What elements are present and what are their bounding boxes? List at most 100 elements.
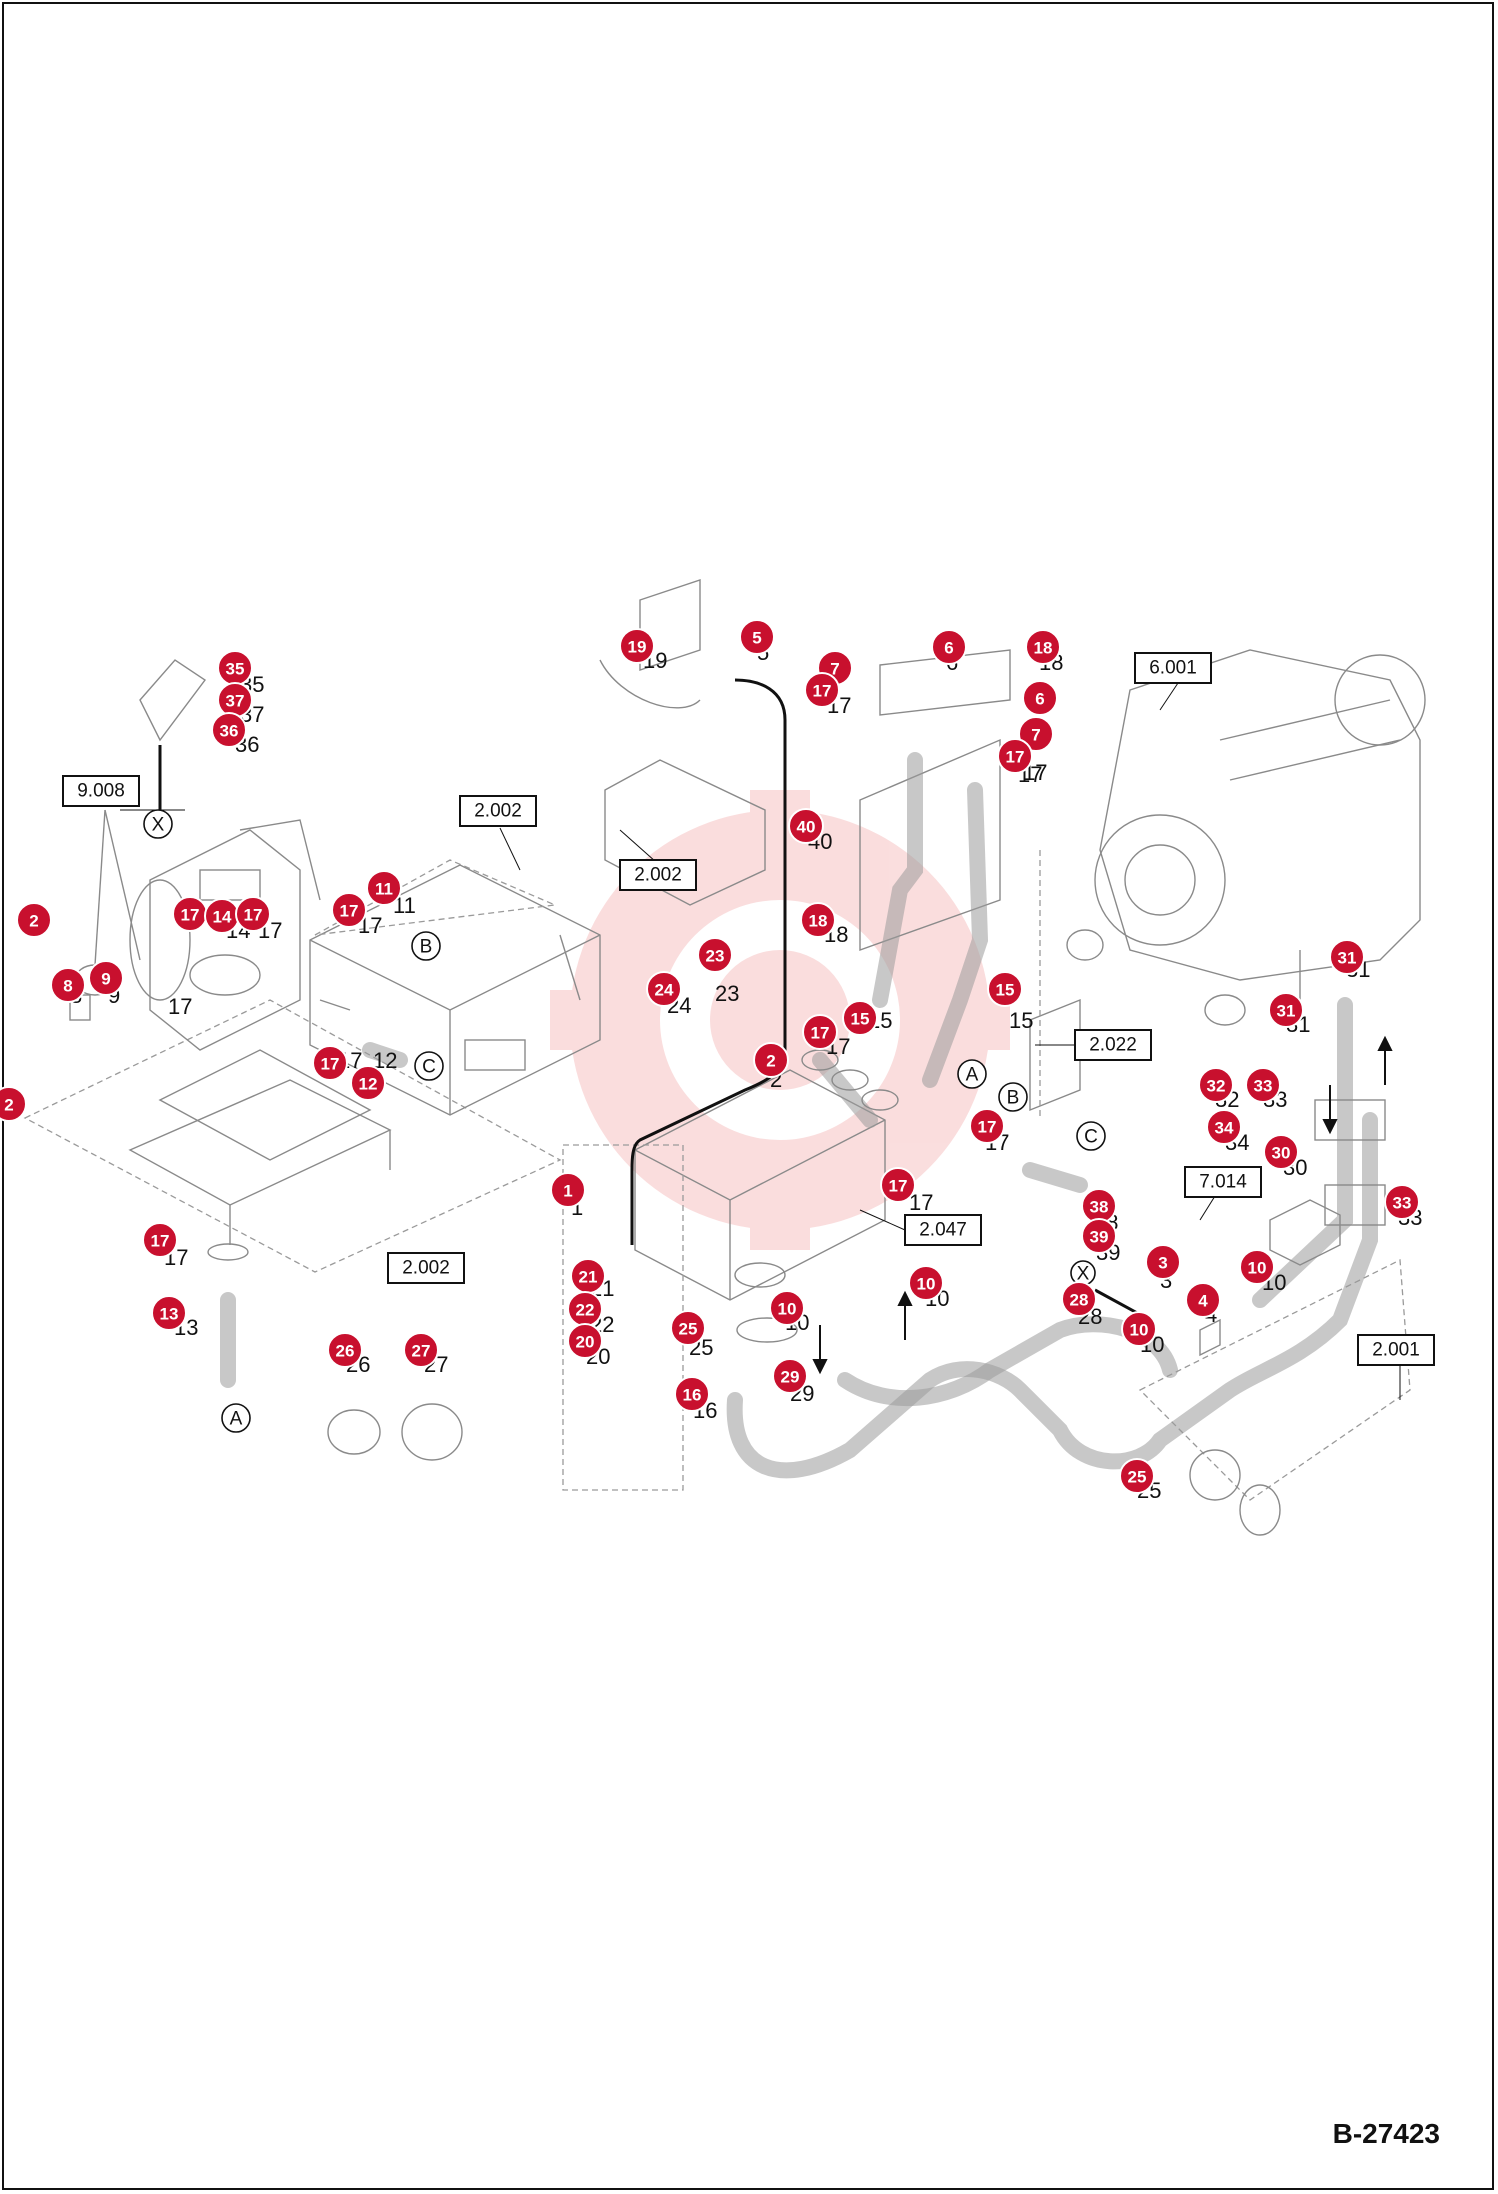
callout-31-a[interactable]: 31 (1329, 939, 1365, 975)
callout-17-d[interactable]: 17 (312, 1045, 348, 1081)
callout-30[interactable]: 30 (1263, 1134, 1299, 1170)
svg-text:31: 31 (1277, 1002, 1296, 1021)
svg-text:10: 10 (917, 1275, 936, 1294)
callout-17-f[interactable]: 17 (804, 672, 840, 708)
svg-text:A: A (966, 1065, 979, 1086)
callout-14[interactable]: 14 (204, 898, 240, 934)
svg-text:38: 38 (1090, 1198, 1109, 1217)
callout-5[interactable]: 5 (739, 619, 775, 655)
callout-39[interactable]: 39 (1081, 1218, 1117, 1254)
callout-17-h[interactable]: 17 (802, 1014, 838, 1050)
svg-text:11: 11 (375, 880, 393, 899)
svg-text:19: 19 (628, 638, 647, 657)
callout-12[interactable]: 12 (350, 1065, 386, 1101)
cab-box (309, 859, 601, 1116)
callout-15-a[interactable]: 15 (842, 1000, 878, 1036)
callout-2-edge[interactable]: 2 (0, 1086, 27, 1122)
callout-27[interactable]: 27 (403, 1332, 439, 1368)
callout-2-left[interactable]: 2 (16, 902, 52, 938)
svg-text:17: 17 (168, 994, 192, 1019)
callout-11[interactable]: 11 (366, 870, 402, 906)
svg-text:12: 12 (359, 1075, 378, 1094)
svg-text:37: 37 (226, 692, 245, 711)
callout-17-e[interactable]: 17 (142, 1222, 178, 1258)
ref-box-2002-c: 2.002 (387, 1252, 465, 1284)
callout-32[interactable]: 32 (1198, 1067, 1234, 1103)
svg-text:27: 27 (412, 1342, 431, 1361)
callout-8[interactable]: 8 (50, 967, 86, 1003)
engine-block (1066, 649, 1426, 1026)
callout-24[interactable]: 24 (646, 971, 682, 1007)
callout-13[interactable]: 13 (151, 1295, 187, 1331)
svg-text:3: 3 (1158, 1254, 1167, 1273)
svg-text:2.047: 2.047 (919, 1220, 967, 1241)
callout-10-c[interactable]: 10 (1239, 1249, 1275, 1285)
callout-35[interactable]: 35 (217, 650, 253, 686)
callout-31-b[interactable]: 31 (1268, 992, 1304, 1028)
callout-1[interactable]: 1 (550, 1172, 586, 1208)
callout-16[interactable]: 16 (674, 1376, 710, 1412)
svg-text:9.008: 9.008 (77, 781, 125, 802)
svg-text:17: 17 (813, 682, 832, 701)
svg-text:22: 22 (576, 1301, 595, 1320)
callout-22[interactable]: 22 (567, 1291, 603, 1327)
callout-17-c[interactable]: 17 (331, 892, 367, 928)
svg-text:2: 2 (4, 1096, 13, 1115)
callout-19[interactable]: 19 (619, 628, 655, 664)
callout-21[interactable]: 21 (570, 1258, 606, 1294)
callout-40[interactable]: 40 (788, 808, 824, 844)
svg-text:2.001: 2.001 (1372, 1340, 1420, 1361)
svg-text:34: 34 (1215, 1119, 1234, 1138)
callout-38[interactable]: 38 (1081, 1188, 1117, 1224)
svg-text:13: 13 (160, 1305, 179, 1324)
callout-2-center[interactable]: 2 (753, 1042, 789, 1078)
callout-7-b[interactable]: 7 (1018, 716, 1054, 752)
callout-20[interactable]: 20 (567, 1323, 603, 1359)
callout-9[interactable]: 9 (88, 960, 124, 996)
svg-text:20: 20 (576, 1333, 595, 1352)
callout-3[interactable]: 3 (1145, 1244, 1181, 1280)
callout-17-b[interactable]: 17 (235, 896, 271, 932)
callout-23[interactable]: 23 (697, 937, 733, 973)
callout-29[interactable]: 29 (772, 1358, 808, 1394)
ref-box-2001: 2.001 (1357, 1334, 1435, 1366)
marker-b-left: B (411, 931, 441, 961)
callout-28[interactable]: 28 (1061, 1281, 1097, 1317)
svg-text:17: 17 (244, 906, 263, 925)
callout-25-a[interactable]: 25 (670, 1310, 706, 1346)
marker-x-left: X (143, 809, 173, 839)
callout-10-a[interactable]: 10 (769, 1290, 805, 1326)
callout-25-b[interactable]: 25 (1119, 1458, 1155, 1494)
callout-6-a[interactable]: 6 (931, 629, 967, 665)
callout-4[interactable]: 4 (1185, 1282, 1221, 1318)
callout-18-b[interactable]: 18 (800, 902, 836, 938)
callout-36[interactable]: 36 (211, 712, 247, 748)
base-plate (23, 999, 562, 1273)
callout-18-a[interactable]: 18 (1025, 629, 1061, 665)
svg-text:1: 1 (563, 1182, 572, 1201)
svg-text:11: 11 (393, 893, 416, 918)
callout-37[interactable]: 37 (217, 682, 253, 718)
svg-text:26: 26 (336, 1342, 355, 1361)
callout-10-b[interactable]: 10 (908, 1265, 944, 1301)
callout-33-b[interactable]: 33 (1384, 1184, 1420, 1220)
callout-17-i[interactable]: 17 (969, 1108, 1005, 1144)
callout-34[interactable]: 34 (1206, 1109, 1242, 1145)
callout-17-j[interactable]: 17 (880, 1167, 916, 1203)
svg-text:17: 17 (1006, 748, 1025, 767)
svg-text:6: 6 (944, 639, 953, 658)
callout-17-a[interactable]: 17 (172, 896, 208, 932)
callout-6-b[interactable]: 6 (1022, 680, 1058, 716)
svg-text:28: 28 (1070, 1291, 1089, 1310)
callout-10-d[interactable]: 10 (1121, 1311, 1157, 1347)
callout-15-b[interactable]: 15 (987, 971, 1023, 1007)
svg-text:2.002: 2.002 (474, 801, 522, 822)
svg-text:X: X (1077, 1264, 1090, 1285)
svg-text:14: 14 (213, 908, 232, 927)
callout-26[interactable]: 26 (327, 1332, 363, 1368)
svg-text:17: 17 (889, 1177, 908, 1196)
callout-17-g[interactable]: 17 (997, 738, 1033, 774)
marker-c-center: C (1076, 1121, 1106, 1151)
callout-33-a[interactable]: 33 (1245, 1067, 1281, 1103)
